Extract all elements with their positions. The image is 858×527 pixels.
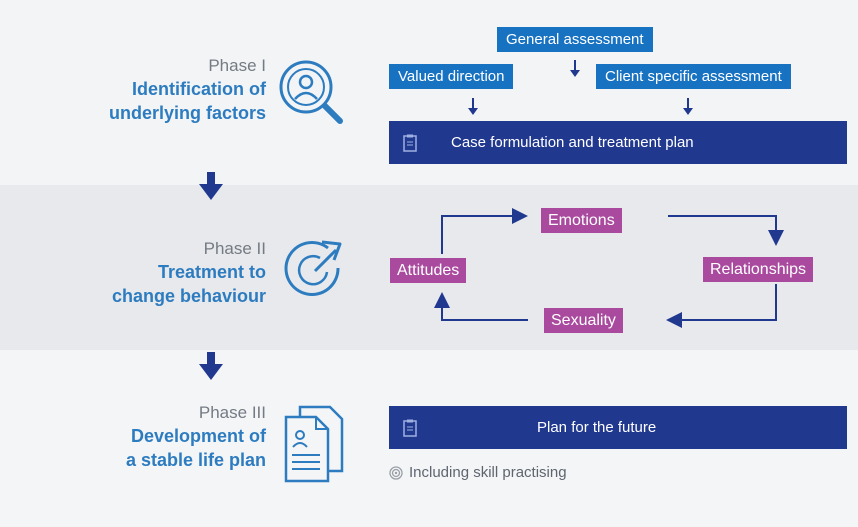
phase-1-title-line1: Identification of: [132, 79, 266, 99]
phase-3-title-line1: Development of: [130, 426, 266, 446]
plan-for-future-label: Plan for the future: [537, 419, 657, 436]
phase-arrow-down-icon: [199, 352, 223, 380]
clipboard-icon: [403, 419, 417, 437]
phase-2-label: Phase II: [203, 239, 266, 258]
client-specific-assessment-box: Client specific assessment: [596, 64, 791, 89]
emotions-box: Emotions: [541, 208, 622, 233]
phase-1-heading: Phase I Identification of underlying fac…: [109, 55, 266, 125]
plan-for-future-box: Plan for the future: [389, 406, 847, 449]
phase-2-title-line2: change behaviour: [111, 286, 266, 306]
cycle-connectors: [434, 208, 784, 328]
clipboard-icon: [403, 134, 417, 152]
cycle-arrow-icon: [284, 240, 342, 296]
phase-2-title-line1: Treatment to: [157, 262, 266, 282]
arrow-down-icon: [570, 60, 580, 77]
general-assessment-box: General assessment: [497, 27, 653, 52]
attitudes-box: Attitudes: [390, 258, 467, 283]
skill-practising-note: Including skill practising: [389, 464, 567, 481]
phase-1-title-line2: underlying factors: [108, 103, 266, 123]
target-icon: [389, 465, 403, 480]
relationships-box: Relationships: [703, 257, 814, 282]
phase-arrow-down-icon: [199, 172, 223, 200]
valued-direction-box: Valued direction: [389, 64, 514, 89]
case-formulation-label: Case formulation and treatment plan: [451, 134, 694, 151]
phase-1-label: Phase I: [208, 56, 266, 75]
person-magnifier-icon: [279, 60, 343, 124]
case-formulation-box: Case formulation and treatment plan: [389, 121, 847, 164]
phase-3-title-line2: a stable life plan: [125, 450, 266, 470]
phase-3-label: Phase III: [198, 403, 266, 422]
sexuality-box: Sexuality: [544, 308, 623, 333]
phase-2-heading: Phase II Treatment to change behaviour: [112, 238, 266, 308]
documents-icon: [284, 405, 344, 483]
phase-3-heading: Phase III Development of a stable life p…: [126, 402, 266, 472]
skill-practising-label: Including skill practising: [409, 464, 567, 481]
arrow-down-icon: [468, 98, 478, 115]
arrow-down-icon: [683, 98, 693, 115]
